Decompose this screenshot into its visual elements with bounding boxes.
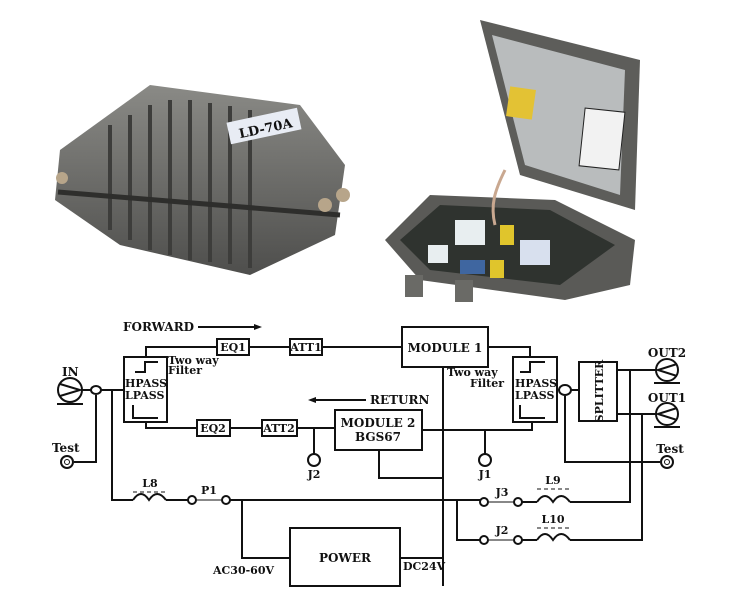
j2-jumper-icon <box>479 535 523 545</box>
l9-coil-icon <box>536 488 571 504</box>
p1-label: P1 <box>201 484 217 497</box>
att2-label: ATT2 <box>262 422 295 435</box>
j1-tap-icon <box>478 453 492 467</box>
att2-block <box>261 419 298 437</box>
ac-voltage-label: AC30-60V <box>212 564 274 577</box>
model-label-plate <box>226 107 302 145</box>
right-filter-label-1: Two way <box>447 366 498 379</box>
l9-label: L9 <box>545 474 560 487</box>
right-filter-label-2: Filter <box>470 377 504 390</box>
module-2-block <box>334 409 423 451</box>
closed-amplifier-photo: LD-70A <box>55 85 350 275</box>
forward-label: FORWARD <box>123 320 194 334</box>
open-amplifier-photo <box>385 20 640 302</box>
eq1-label: EQ1 <box>220 341 246 354</box>
return-label: RETURN <box>370 393 429 407</box>
out2-label: OUT2 <box>648 346 686 360</box>
l8-label: L8 <box>142 477 158 490</box>
out1-label: OUT1 <box>648 391 686 405</box>
test-right-label: Test <box>656 442 684 456</box>
left-filter-label-1: Two way <box>168 354 219 367</box>
test-port-right-icon <box>660 455 674 469</box>
eq2-label: EQ2 <box>200 422 226 435</box>
att1-label: ATT1 <box>289 341 322 354</box>
j2-tap-icon <box>307 453 321 467</box>
j3-label: J3 <box>495 486 509 499</box>
power-label: POWER <box>319 551 372 565</box>
left-filter-label-2: Filter <box>168 364 202 377</box>
test-port-left-icon <box>60 455 74 469</box>
p1-jumper-icon <box>187 495 231 505</box>
right-lpass-label: LPASS <box>515 389 554 402</box>
left-lpass-label: LPASS <box>125 389 164 402</box>
splitter-label: SPLITTER <box>593 359 606 422</box>
input-label: IN <box>62 365 79 379</box>
eq1-block <box>216 338 250 356</box>
splitter-block <box>578 361 618 422</box>
j2-label: J2 <box>495 524 509 537</box>
j3-jumper-icon <box>479 497 523 507</box>
right-two-way-filter <box>512 356 558 423</box>
power-block <box>289 527 401 587</box>
j1-label: J1 <box>478 468 492 481</box>
eq2-block <box>196 419 231 437</box>
wiring <box>74 346 660 586</box>
test-left-label: Test <box>52 441 80 455</box>
l10-coil-icon <box>536 527 571 542</box>
module-2-label: MODULE 2 <box>341 416 416 430</box>
left-hpass-label: HPASS <box>125 377 167 390</box>
dc-voltage-label: DC24V <box>403 560 446 573</box>
l8-coil-icon <box>132 491 167 502</box>
j2-tap-label: J2 <box>307 468 321 481</box>
module-1-label: MODULE 1 <box>408 341 483 355</box>
module-2-part-label: BGS67 <box>355 430 401 444</box>
module-1-block <box>401 326 489 368</box>
att1-block <box>289 338 323 356</box>
l10-label: L10 <box>541 513 564 526</box>
right-hpass-label: HPASS <box>515 377 557 390</box>
